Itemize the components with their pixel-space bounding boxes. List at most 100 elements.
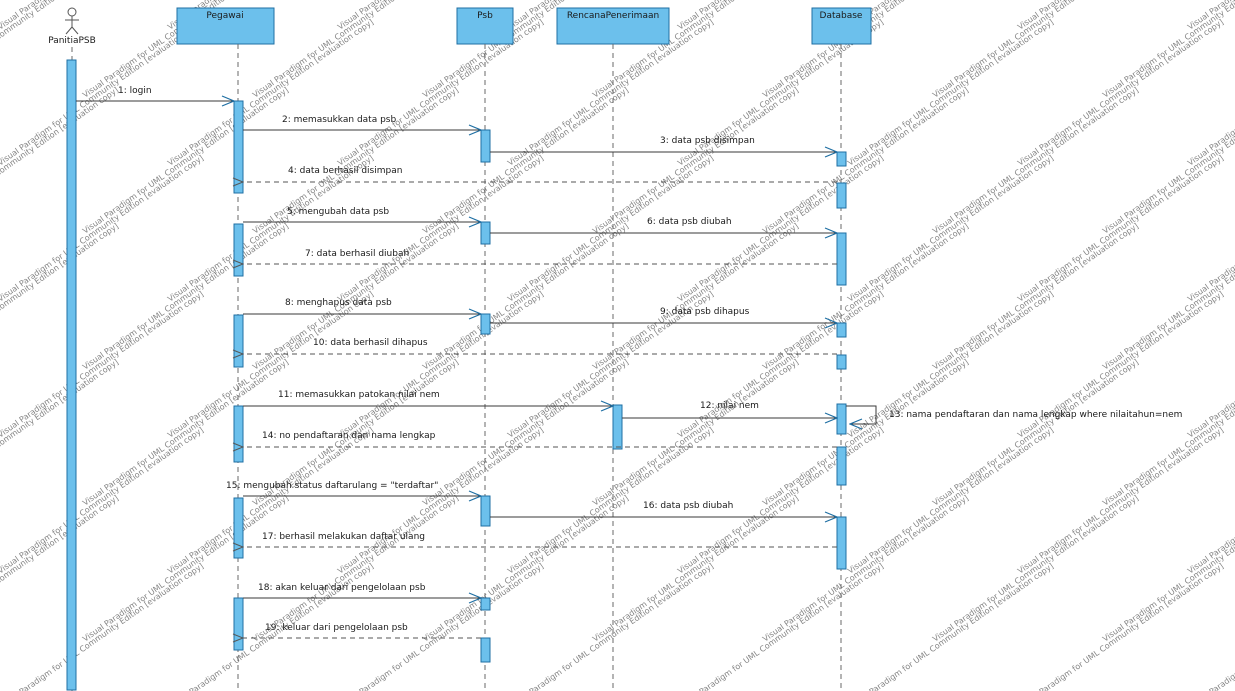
activation-psb bbox=[480, 129, 491, 163]
watermark-text: Visual Paradigm for UML Community Editio… bbox=[931, 357, 1140, 507]
message-10[interactable]: 10: data berhasil dihapus bbox=[243, 338, 837, 354]
message-2[interactable]: 2: memasukkan data psb bbox=[243, 115, 481, 130]
activation-database bbox=[836, 322, 847, 338]
messages: 1: login 2: memasukkan data psb 3: data … bbox=[76, 86, 1182, 638]
watermark-text: Visual Paradigm for UML Community Editio… bbox=[1016, 153, 1225, 303]
watermark-text: Visual Paradigm for UML Community Editio… bbox=[761, 221, 970, 371]
lifeline-head-rencana bbox=[556, 7, 670, 45]
watermark-text: Visual Paradigm for UML Community Editio… bbox=[1016, 425, 1225, 575]
watermark-text: Visual Paradigm for UML Community Editio… bbox=[846, 425, 1055, 575]
watermark-text: Visual Paradigm for UML Community Editio… bbox=[846, 153, 1055, 303]
message-17[interactable]: 17: berhasil melakukan daftar ulang bbox=[243, 532, 837, 547]
message-label: 9: data psb dihapus bbox=[660, 307, 750, 317]
actor-figure-icon bbox=[65, 7, 79, 35]
lifeline-psb[interactable]: Psb bbox=[456, 7, 514, 45]
watermark-text: Visual Paradigm for UML Community Editio… bbox=[931, 85, 1140, 235]
message-3[interactable]: 3: data psb disimpan bbox=[490, 136, 837, 152]
message-label: 14: no pendaftaran dan nama lengkap bbox=[262, 431, 436, 441]
watermark-text: Visual Paradigm for UML Community Editio… bbox=[1016, 17, 1225, 167]
message-label: 18: akan keluar dari pengelolaan psb bbox=[258, 583, 426, 593]
activation-rencana bbox=[612, 404, 623, 450]
watermark-text: Visual Paradigm for UML Community Editio… bbox=[846, 17, 1055, 167]
message-1[interactable]: 1: login bbox=[76, 86, 234, 101]
lifeline-rencanapenerimaan[interactable]: RencanaPenerimaan bbox=[556, 7, 670, 45]
watermark-text: Visual Paradigm for UML Community Editio… bbox=[761, 85, 970, 235]
watermark-text: Visual Paradigm for UML Community Editio… bbox=[251, 221, 460, 371]
activation-psb bbox=[480, 221, 491, 245]
lifeline-label: RencanaPenerimaan bbox=[567, 11, 659, 21]
message-18[interactable]: 18: akan keluar dari pengelolaan psb bbox=[243, 583, 481, 598]
activation-pegawai bbox=[233, 497, 244, 559]
activation-database bbox=[836, 446, 847, 486]
lifeline-database[interactable]: Database bbox=[811, 7, 872, 45]
watermark-text: Visual Paradigm for UML Community Editio… bbox=[761, 493, 970, 643]
message-9[interactable]: 9: data psb dihapus bbox=[490, 307, 837, 323]
message-label: 19: keluar dari pengelolaan psb bbox=[265, 623, 408, 633]
watermark-text: Visual Paradigm for UML Community Editio… bbox=[591, 493, 800, 643]
activation-database bbox=[836, 232, 847, 286]
activation-psb bbox=[480, 495, 491, 527]
activation-actor bbox=[66, 59, 77, 691]
message-12[interactable]: 12: nilai nem bbox=[622, 401, 837, 418]
message-label: 15: mengubah status daftarulang = "terda… bbox=[226, 481, 438, 491]
message-13[interactable]: 13: nama pendaftaran dan nama lengkap wh… bbox=[846, 405, 1182, 424]
message-16[interactable]: 16: data psb diubah bbox=[490, 501, 837, 517]
activation-database bbox=[836, 354, 847, 370]
watermark-text: Visual Paradigm for UML Community Editio… bbox=[81, 221, 290, 371]
message-6[interactable]: 6: data psb diubah bbox=[490, 217, 837, 233]
watermark-text: Visual Paradigm for UML Community Editio… bbox=[1101, 0, 1235, 100]
message-label: 6: data psb diubah bbox=[647, 217, 732, 227]
watermark-text: Visual Paradigm for UML Community Editio… bbox=[421, 493, 630, 643]
watermark-text: Visual Paradigm for UML Community Editio… bbox=[761, 357, 970, 507]
lifeline-label: Psb bbox=[477, 11, 493, 21]
message-19[interactable]: 19: keluar dari pengelolaan psb bbox=[243, 623, 481, 638]
message-5[interactable]: 5: mengubah data psb bbox=[243, 207, 481, 222]
watermark-text: Visual Paradigm for UML Community Editio… bbox=[676, 153, 885, 303]
message-4[interactable]: 4: data berhasil disimpan bbox=[243, 166, 837, 182]
message-label: 12: nilai nem bbox=[700, 401, 759, 411]
message-label: 2: memasukkan data psb bbox=[282, 115, 396, 125]
lifeline-head-pegawai bbox=[176, 7, 275, 45]
watermark-text: Visual Paradigm for UML Community Editio… bbox=[506, 153, 715, 303]
watermark-text: Visual Paradigm for UML Community Editio… bbox=[931, 493, 1140, 643]
message-label: 13: nama pendaftaran dan nama lengkap wh… bbox=[889, 410, 1182, 420]
watermark-text: Visual Paradigm for UML Community Editio… bbox=[166, 289, 375, 439]
message-label: 11: memasukkan patokan nilai nem bbox=[278, 390, 440, 400]
message-label: 10: data berhasil dihapus bbox=[313, 338, 428, 348]
activation-pegawai bbox=[233, 597, 244, 651]
message-label: 5: mengubah data psb bbox=[287, 207, 389, 217]
message-label: 3: data psb disimpan bbox=[660, 136, 755, 146]
activation-bars bbox=[66, 59, 847, 691]
message-label: 17: berhasil melakukan daftar ulang bbox=[262, 532, 425, 542]
watermark-text: Visual Paradigm for UML Community Editio… bbox=[81, 493, 290, 643]
message-11[interactable]: 11: memasukkan patokan nilai nem bbox=[243, 390, 613, 406]
message-14[interactable]: 14: no pendaftaran dan nama lengkap bbox=[243, 431, 837, 447]
lifeline-pegawai[interactable]: Pegawai bbox=[176, 7, 275, 45]
message-15[interactable]: 15: mengubah status daftarulang = "terda… bbox=[226, 481, 481, 496]
activation-pegawai bbox=[233, 405, 244, 463]
activation-database bbox=[836, 151, 847, 167]
watermark-text: Visual Paradigm for UML Community Editio… bbox=[421, 85, 630, 235]
message-8[interactable]: 8: menghapus data psb bbox=[243, 298, 481, 314]
watermark-text: Visual Paradigm for UML Community Editio… bbox=[421, 357, 630, 507]
message-label: 4: data berhasil disimpan bbox=[288, 166, 402, 176]
watermark-text: Visual Paradigm for UML Community Editio… bbox=[421, 221, 630, 371]
watermark-text: Visual Paradigm for UML Community Editio… bbox=[931, 221, 1140, 371]
activation-psb bbox=[480, 637, 491, 663]
activation-psb bbox=[480, 597, 491, 611]
message-label: 8: menghapus data psb bbox=[285, 298, 392, 308]
watermark-text: Visual Paradigm for UML Community Editio… bbox=[591, 221, 800, 371]
activation-database bbox=[836, 516, 847, 570]
activation-database bbox=[836, 403, 847, 435]
lifeline-label: Database bbox=[820, 11, 863, 21]
lifeline-head-database bbox=[811, 7, 872, 45]
actor-panitiapsb[interactable]: PanitiaPSB bbox=[48, 7, 96, 46]
watermark-text: Visual Paradigm for UML Community Editio… bbox=[336, 425, 545, 575]
watermark-text: Visual Paradigm for UML Community Editio… bbox=[336, 17, 545, 167]
message-7[interactable]: 7: data berhasil diubah bbox=[243, 249, 837, 264]
actor-label: PanitiaPSB bbox=[48, 36, 96, 46]
activation-psb bbox=[480, 313, 491, 335]
lifeline-label: Pegawai bbox=[206, 11, 243, 21]
